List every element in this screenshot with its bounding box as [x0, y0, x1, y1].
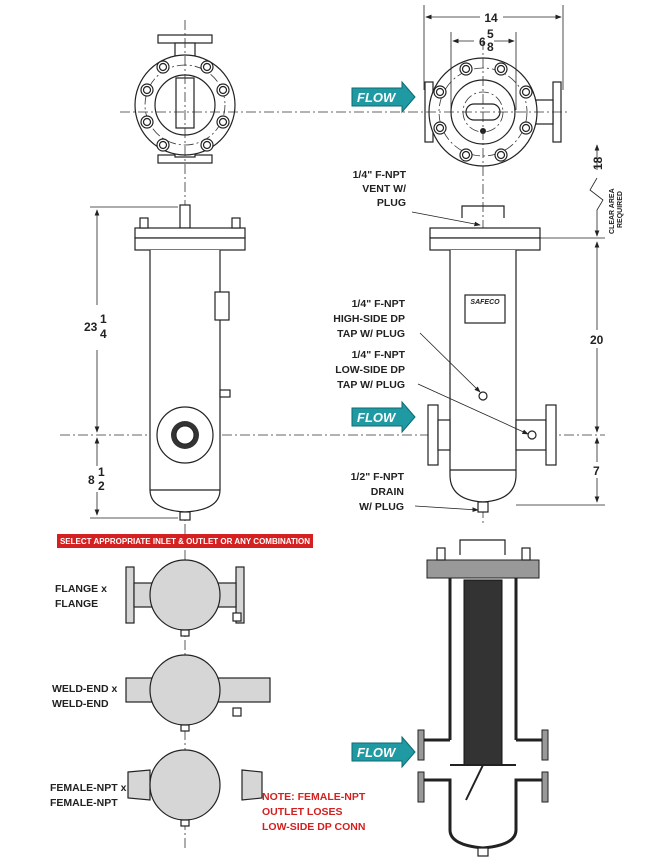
- dim-height-whole: 23: [84, 320, 98, 334]
- variant-female-npt: FEMALE-NPT x FEMALE-NPT: [50, 749, 263, 827]
- flow-label: FLOW: [357, 410, 397, 425]
- dim-overall-width: 14: [484, 11, 498, 25]
- variant-weld-end: WELD-END x WELD-END: [52, 654, 271, 732]
- width-dimensions: 14 6 5 8: [423, 5, 564, 110]
- banner-text: SELECT APPROPRIATE INLET & OUTLET OR ANY…: [60, 537, 310, 546]
- dim-bottom-num: 1: [98, 465, 105, 479]
- dim-inner-width-den: 8: [487, 40, 494, 54]
- variant-label: WELD-END x: [52, 683, 117, 695]
- clear-area-label: CLEAR AREA: [609, 188, 616, 234]
- dim-inner-width-whole: 6: [479, 35, 486, 49]
- flow-label: FLOW: [357, 745, 397, 760]
- high-side-callout: 1/4" F-NPT HIGH-SIDE DP TAP W/ PLUG: [333, 298, 405, 340]
- right-callouts: 1/4" F-NPT VENT W/ PLUG 1/4" F-NPT HIGH-…: [333, 169, 529, 513]
- dim-inlet-to-drain: 7: [593, 464, 600, 478]
- vent-callout: 1/4" F-NPT VENT W/ PLUG: [353, 169, 407, 209]
- variant-label: FEMALE-NPT: [50, 797, 118, 809]
- right-elevation: SAFECO: [427, 205, 557, 513]
- callout-line: PLUG: [377, 197, 406, 209]
- callout-line: LOW-SIDE DP: [335, 364, 405, 376]
- left-height-dimensions: 23 1 4 8 1 2: [84, 206, 178, 519]
- female-npt-note: NOTE: FEMALE-NPT OUTLET LOSES LOW-SIDE D…: [262, 791, 366, 833]
- callout-line: HIGH-SIDE DP: [333, 313, 405, 325]
- callout-line: TAP W/ PLUG: [337, 379, 405, 391]
- dim-height-den: 4: [100, 327, 107, 341]
- callout-line: 1/4" F-NPT: [352, 298, 406, 310]
- callout-line: DRAIN: [371, 486, 404, 498]
- flow-arrow-top: FLOW: [351, 80, 416, 114]
- variant-label: WELD-END: [52, 698, 109, 710]
- dim-inner-width-num: 5: [487, 27, 494, 41]
- note-line: NOTE: FEMALE-NPT: [262, 791, 366, 803]
- dim-top-to-inlet: 20: [590, 333, 604, 347]
- callout-line: W/ PLUG: [359, 501, 404, 513]
- left-elevation: [134, 204, 246, 521]
- selection-banner: SELECT APPROPRIATE INLET & OUTLET OR ANY…: [57, 534, 313, 548]
- note-line: LOW-SIDE DP CONN: [262, 821, 365, 833]
- dim-bottom-den: 2: [98, 479, 105, 493]
- callout-line: 1/4" F-NPT: [353, 169, 407, 181]
- callout-line: TAP W/ PLUG: [337, 328, 405, 340]
- drain-callout: 1/2" F-NPT DRAIN W/ PLUG: [351, 471, 405, 513]
- dim-clearance: 18: [591, 156, 605, 170]
- dim-bottom-whole: 8: [88, 473, 95, 487]
- flow-arrow-bottom: FLOW: [351, 735, 416, 769]
- clear-area-label: REQUIRED: [617, 191, 624, 228]
- callout-line: 1/4" F-NPT: [352, 349, 406, 361]
- dim-height-num: 1: [100, 312, 107, 326]
- flow-label: FLOW: [357, 90, 397, 105]
- variant-label: FLANGE x: [55, 583, 107, 595]
- right-height-dimensions: 18 CLEAR AREA REQUIRED 20 7: [516, 144, 624, 506]
- variant-label: FLANGE: [55, 598, 98, 610]
- safeco-logo: SAFECO: [470, 299, 500, 306]
- callout-line: 1/2" F-NPT: [351, 471, 405, 483]
- variant-label: FEMALE-NPT x: [50, 782, 127, 794]
- note-line: OUTLET LOSES: [262, 806, 343, 818]
- flow-arrow-middle: FLOW: [351, 400, 416, 434]
- low-side-callout: 1/4" F-NPT LOW-SIDE DP TAP W/ PLUG: [335, 349, 405, 391]
- variant-flange: FLANGE x FLANGE: [55, 559, 245, 637]
- callout-line: VENT W/: [362, 183, 406, 195]
- cutaway-section: [417, 539, 549, 857]
